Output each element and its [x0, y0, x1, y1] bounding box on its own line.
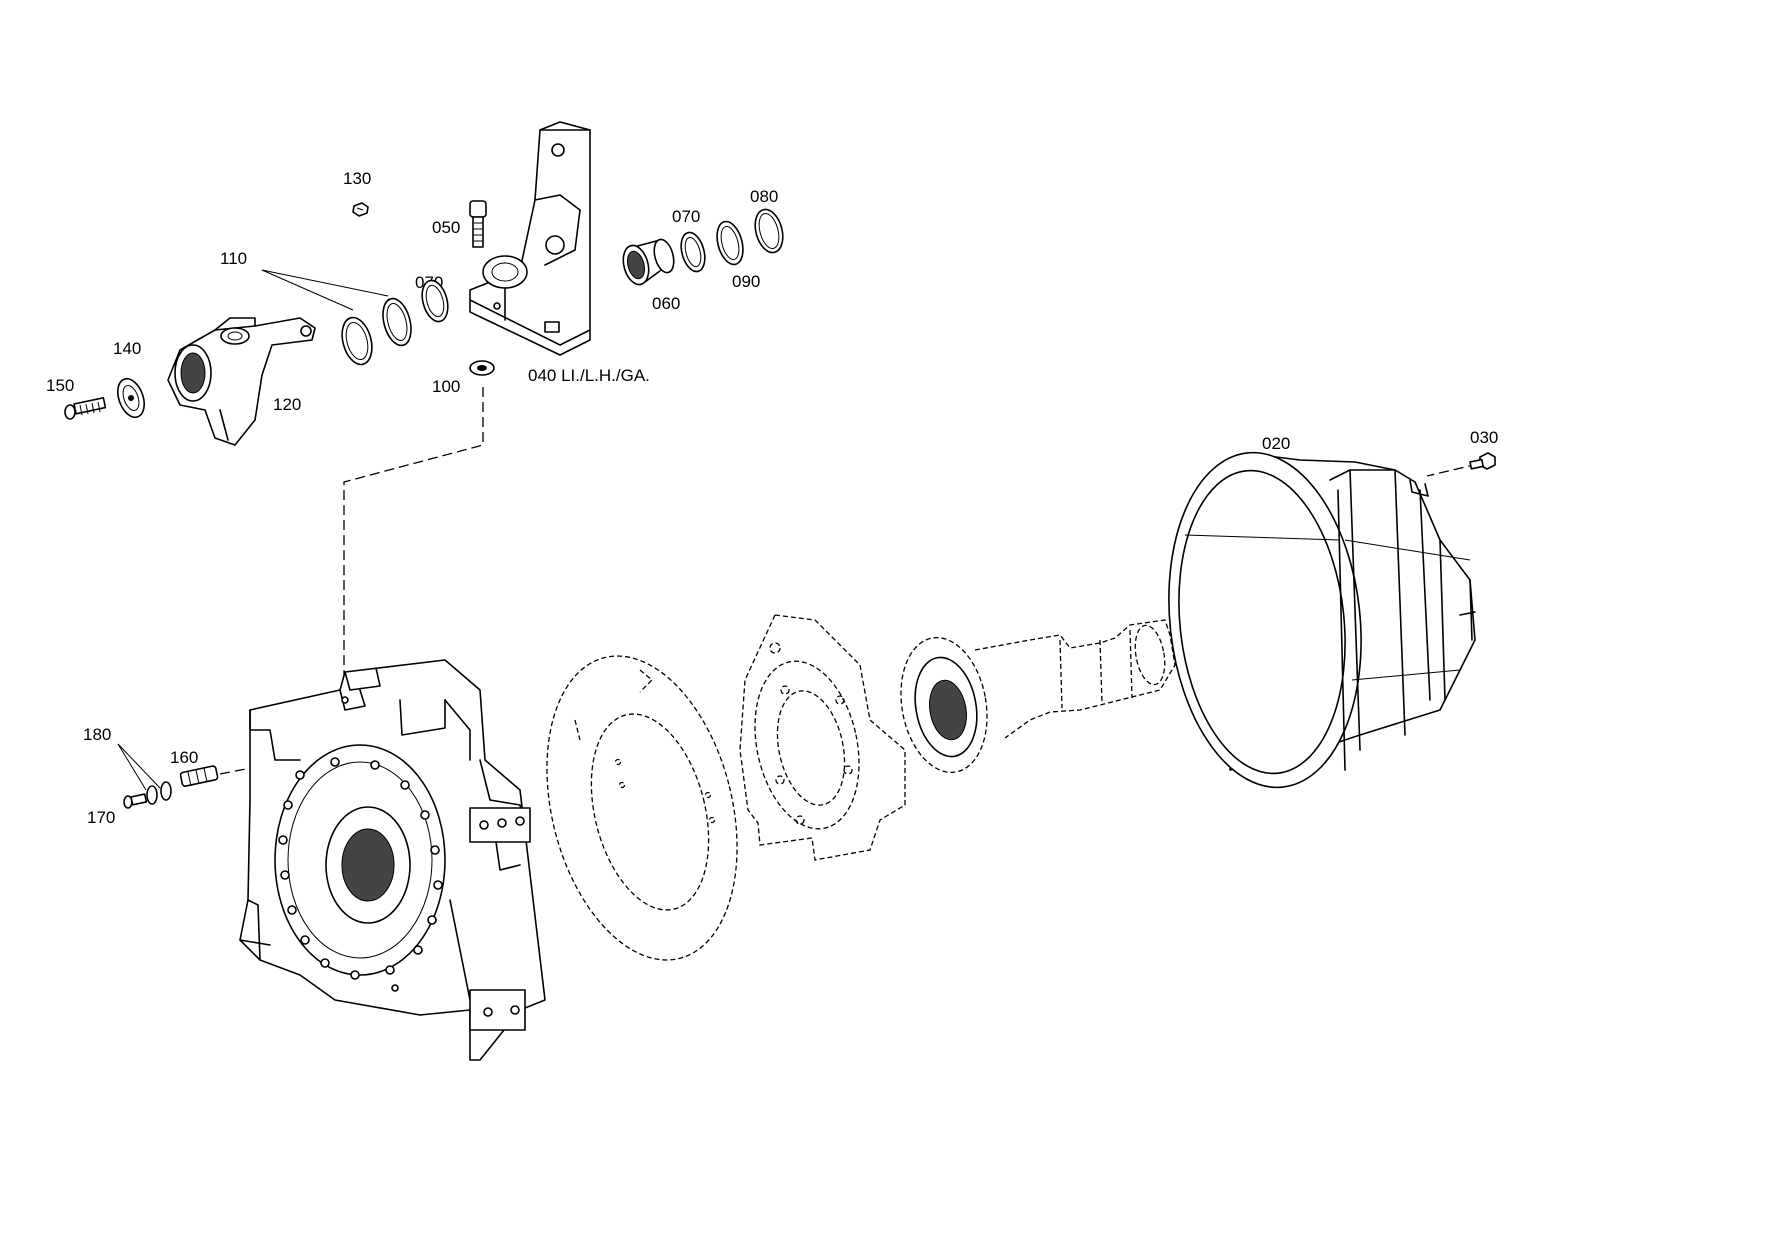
label-020: 020	[1262, 434, 1290, 453]
part-020-ring-drum	[1168, 451, 1476, 789]
label-140: 140	[113, 339, 141, 358]
label-130: 130	[343, 169, 371, 188]
label-030: 030	[1470, 428, 1498, 447]
label-060: 060	[652, 294, 680, 313]
label-080: 080	[750, 187, 778, 206]
part-130-nut	[352, 202, 369, 217]
part-180-rings	[146, 781, 172, 805]
assembly-axis-line	[343, 387, 484, 692]
planet-carrier-dashed	[739, 614, 906, 861]
part-150-screw	[64, 396, 107, 420]
part-120-lever	[167, 317, 316, 446]
disc-plate-dashed	[546, 655, 738, 961]
label-110: 110	[220, 249, 247, 268]
label-050: 050	[432, 218, 460, 237]
part-100-washer	[469, 360, 495, 376]
part-030-screw	[1469, 452, 1496, 470]
label-070-right: 070	[672, 207, 700, 226]
label-100: 100	[432, 377, 460, 396]
part-170-screw	[123, 793, 148, 809]
screw-axis-line	[1426, 463, 1479, 477]
label-090: 090	[732, 272, 760, 291]
part-050-bolt	[469, 200, 487, 248]
label-170: 170	[87, 808, 115, 827]
main-housing	[239, 659, 546, 1061]
part-160-bolt	[179, 765, 219, 787]
label-040: 040 LI./L.H./GA.	[528, 366, 650, 385]
part-060-bushing	[622, 238, 675, 286]
wheel-hub-spindle	[900, 619, 1176, 774]
label-150: 150	[46, 376, 74, 395]
seal-rings	[341, 208, 784, 366]
leader-lines	[117, 269, 389, 791]
part-140-cap	[117, 377, 145, 419]
part-040-bracket	[469, 121, 591, 356]
label-180: 180	[83, 725, 111, 744]
label-160: 160	[170, 748, 198, 767]
label-120: 120	[273, 395, 301, 414]
